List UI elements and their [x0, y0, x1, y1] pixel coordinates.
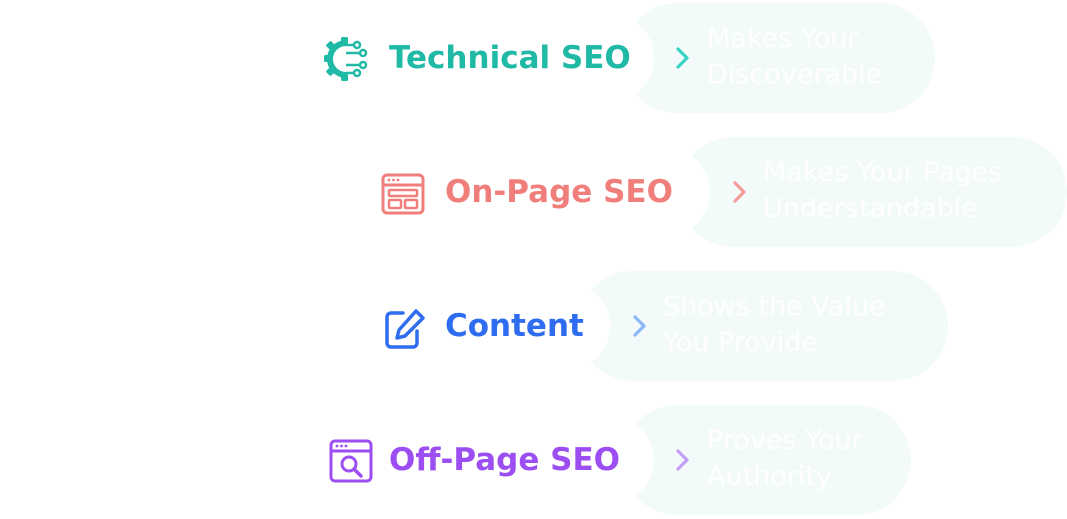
description-text: Proves Your Authority: [707, 425, 863, 492]
description-text: Shows the Value You Provide: [663, 291, 886, 358]
seo-row-on-page: Makes Your Pages Understandable On-Page …: [0, 137, 1067, 247]
description-text: Makes Your Pages Understandable: [763, 157, 1003, 224]
seo-row-content: Shows the Value You Provide Content: [0, 271, 1067, 381]
seo-row-technical: Makes Your Discoverable Technical SEO: [0, 3, 1067, 113]
edit-icon: [385, 309, 425, 349]
pill-notch: [520, 281, 610, 371]
chevron-right-icon: [676, 47, 689, 69]
description-pill: [622, 3, 935, 113]
browser-search-icon: [329, 439, 373, 483]
item-title: On-Page SEO: [445, 174, 673, 210]
seo-row-off-page: Proves Your Authority Off-Page SEO: [0, 405, 1067, 515]
gear-circuit-icon: [324, 37, 368, 81]
item-title: Content: [445, 308, 584, 344]
browser-layout-icon: [381, 173, 425, 215]
pill-notch: [620, 147, 710, 237]
description-text: Makes Your Discoverable: [707, 23, 883, 90]
description-pill: [622, 405, 911, 515]
pill-notch: [564, 13, 654, 103]
description-pill: [578, 271, 948, 381]
item-title: Off-Page SEO: [389, 442, 621, 478]
chevron-right-icon: [676, 449, 689, 471]
chevron-right-icon: [633, 315, 646, 337]
item-title: Technical SEO: [389, 40, 631, 76]
chevron-right-icon: [733, 181, 746, 203]
pill-notch: [564, 415, 654, 505]
